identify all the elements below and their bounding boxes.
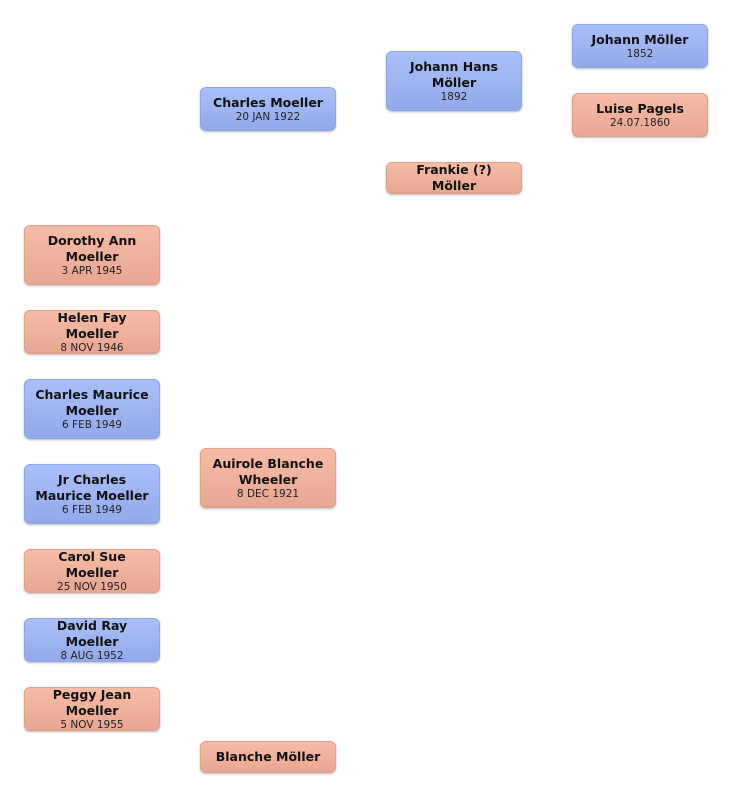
person-name: Carol Sue Moeller (58, 548, 126, 580)
person-name: Johann Möller (591, 31, 689, 47)
person-name: Charles Maurice Moeller (35, 386, 149, 418)
person-name: Jr Charles Maurice Moeller (35, 471, 149, 503)
person-date: 25 NOV 1950 (57, 580, 127, 593)
person-date: 8 DEC 1921 (236, 487, 300, 500)
person-date: 20 JAN 1922 (235, 110, 301, 123)
person-name: Charles Moeller (213, 94, 323, 110)
person-date: 6 FEB 1949 (62, 418, 122, 431)
person-name: Frankie (?) Möller (416, 162, 492, 193)
person-name: Dorothy Ann Moeller (47, 232, 137, 264)
person-name: Auirole Blanche Wheeler (212, 455, 324, 487)
person-date: 3 APR 1945 (61, 264, 123, 277)
person-date: 8 AUG 1952 (60, 649, 124, 662)
person-date: 6 FEB 1949 (62, 503, 122, 516)
person-date: 8 NOV 1946 (60, 341, 124, 354)
person-name: Luise Pagels (596, 100, 684, 116)
person-date: 5 NOV 1955 (60, 718, 124, 731)
person-card-frankie-moller[interactable]: Frankie (?) Möller (386, 162, 522, 194)
person-name: Blanche Möller (215, 749, 321, 764)
person-name: Peggy Jean Moeller (52, 686, 132, 718)
person-name: Helen Fay Moeller (57, 309, 127, 341)
person-date: 1892 (440, 90, 468, 103)
person-name: David Ray Moeller (56, 617, 128, 649)
person-name: Johann Hans Möller (410, 58, 498, 90)
person-date: 24.07.1860 (609, 116, 671, 129)
person-card-blanche-moller[interactable]: Blanche Möller (200, 741, 336, 773)
person-date: 1852 (626, 47, 654, 60)
